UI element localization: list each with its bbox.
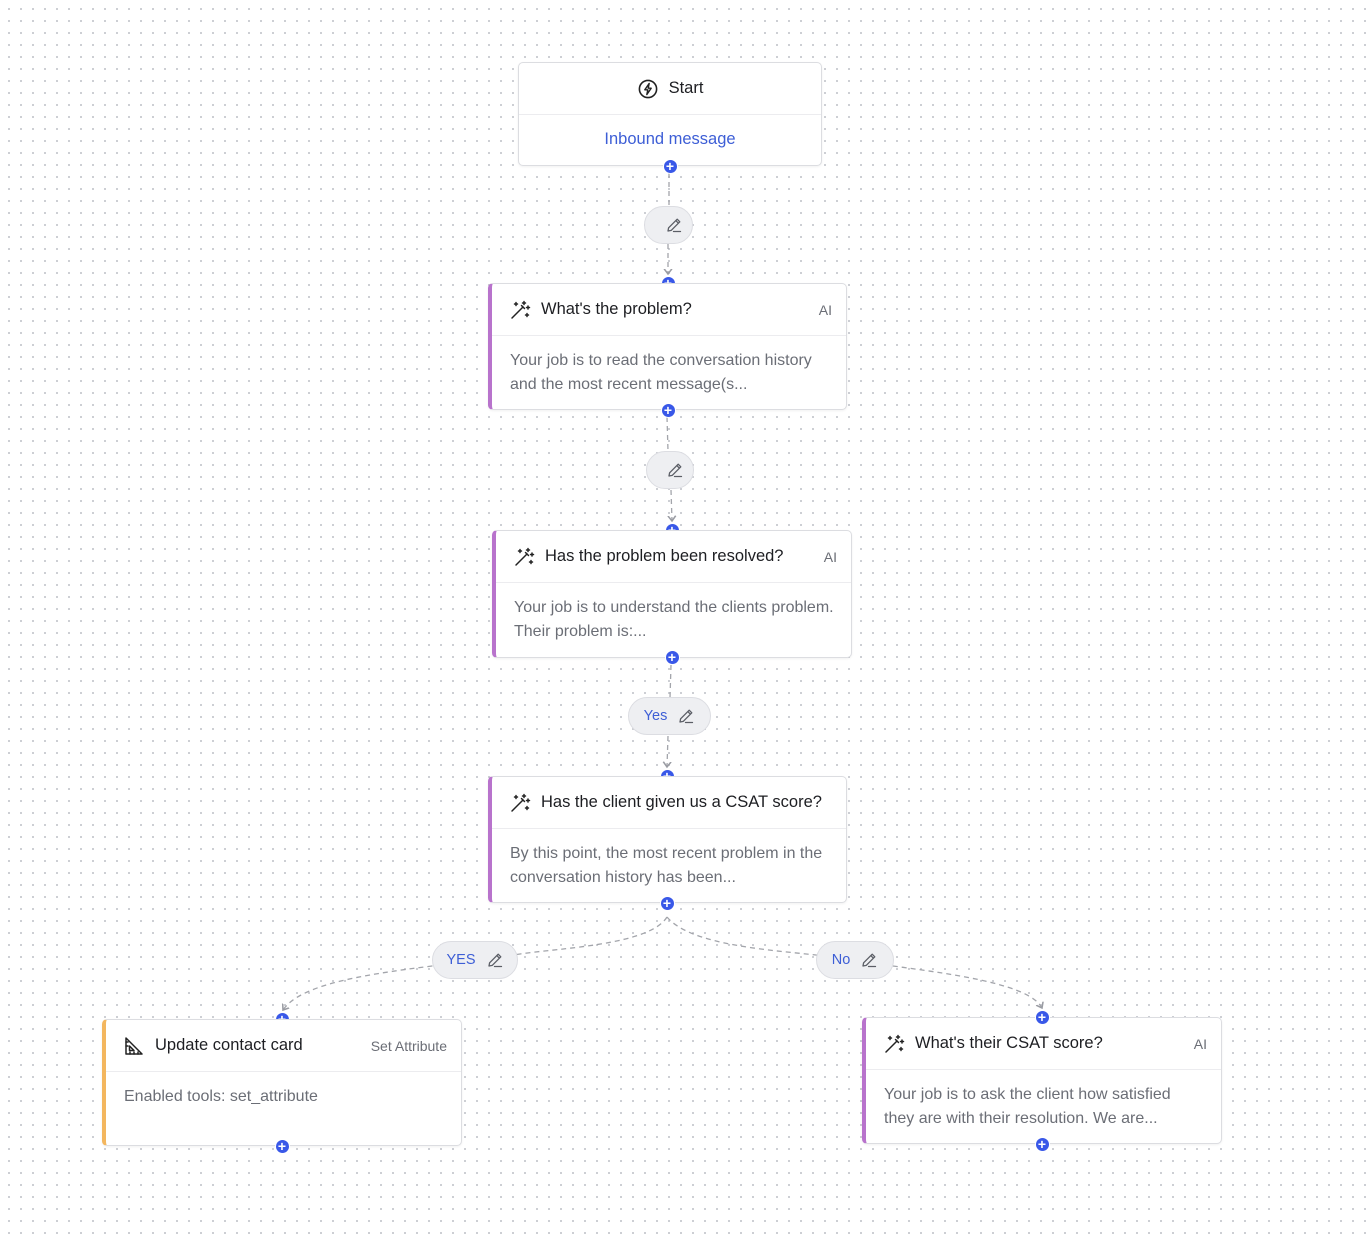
node-header: Has the client given us a CSAT score? bbox=[492, 777, 846, 829]
add-step-button[interactable]: + bbox=[1034, 1136, 1050, 1152]
pencil-icon[interactable] bbox=[860, 951, 878, 969]
magic-wand-icon bbox=[513, 546, 535, 568]
node-title: What's the problem? bbox=[541, 300, 692, 318]
magic-wand-icon bbox=[509, 792, 531, 814]
add-step-button[interactable]: + bbox=[664, 649, 680, 665]
node-prompt-preview: Your job is to read the conversation his… bbox=[510, 352, 812, 393]
pencil-icon[interactable] bbox=[486, 951, 504, 969]
magic-wand-icon bbox=[509, 299, 531, 321]
ai-node-problem-resolved[interactable]: Has the problem been resolved? AI Your j… bbox=[492, 530, 852, 658]
add-step-button[interactable]: + bbox=[274, 1138, 290, 1154]
add-step-button[interactable]: + bbox=[660, 402, 676, 418]
node-type-tag: AI bbox=[818, 301, 832, 318]
node-type-tag: Set Attribute bbox=[370, 1037, 447, 1054]
set-square-icon bbox=[123, 1035, 145, 1057]
add-step-button[interactable]: + bbox=[1034, 1009, 1050, 1025]
connector-problem-to-resolved-bottom bbox=[671, 489, 672, 521]
lightning-icon bbox=[637, 78, 659, 100]
edge-condition-pill[interactable] bbox=[644, 206, 693, 244]
node-title: What's their CSAT score? bbox=[915, 1034, 1103, 1052]
edge-label: Yes bbox=[643, 708, 668, 724]
node-prompt-preview: Your job is to ask the client how satisf… bbox=[884, 1086, 1171, 1127]
node-title: Update contact card bbox=[155, 1036, 303, 1054]
edge-label: No bbox=[831, 952, 851, 968]
ai-node-ask-csat-score[interactable]: What's their CSAT score? AI Your job is … bbox=[862, 1017, 1222, 1144]
add-step-button[interactable]: + bbox=[659, 895, 675, 911]
connector-resolved-to-csat-top bbox=[669, 664, 672, 699]
ai-node-whats-the-problem[interactable]: What's the problem? AI Your job is to re… bbox=[488, 283, 847, 410]
pencil-icon[interactable] bbox=[666, 461, 684, 479]
edge-condition-pill-yes-branch[interactable]: YES bbox=[432, 941, 518, 979]
node-type-tag: AI bbox=[1193, 1035, 1207, 1052]
add-step-button[interactable]: + bbox=[662, 158, 678, 174]
node-header: Update contact card Set Attribute bbox=[106, 1020, 461, 1072]
edge-condition-pill-no-branch[interactable]: No bbox=[816, 941, 894, 979]
pencil-icon[interactable] bbox=[677, 707, 695, 725]
node-header: What's the problem? AI bbox=[492, 284, 846, 336]
start-node[interactable]: Start Inbound message bbox=[518, 62, 822, 166]
pencil-icon[interactable] bbox=[665, 216, 683, 234]
edge-condition-pill-yes[interactable]: Yes bbox=[628, 697, 711, 735]
node-prompt-preview: By this point, the most recent problem i… bbox=[510, 845, 823, 886]
start-node-title: Start bbox=[668, 79, 704, 97]
magic-wand-icon bbox=[883, 1033, 905, 1055]
ai-node-csat-given[interactable]: Has the client given us a CSAT score? By… bbox=[488, 776, 847, 903]
edge-condition-pill[interactable] bbox=[646, 451, 694, 489]
node-type-tag: AI bbox=[823, 548, 837, 565]
node-title: Has the client given us a CSAT score? bbox=[541, 793, 822, 811]
start-node-header: Start bbox=[519, 63, 821, 115]
node-prompt-preview: Your job is to understand the clients pr… bbox=[514, 599, 834, 640]
edge-label: YES bbox=[446, 952, 476, 968]
connector-resolved-to-csat-bottom bbox=[667, 735, 668, 767]
node-header: What's their CSAT score? AI bbox=[866, 1018, 1221, 1070]
node-tools-summary: Enabled tools: set_attribute bbox=[124, 1088, 318, 1105]
node-title: Has the problem been resolved? bbox=[545, 547, 784, 565]
connector-problem-to-resolved-top bbox=[666, 416, 669, 452]
inbound-message-trigger[interactable]: Inbound message bbox=[604, 130, 736, 148]
set-attribute-node-update-contact-card[interactable]: Update contact card Set Attribute Enable… bbox=[102, 1019, 462, 1146]
node-header: Has the problem been resolved? AI bbox=[496, 531, 851, 583]
